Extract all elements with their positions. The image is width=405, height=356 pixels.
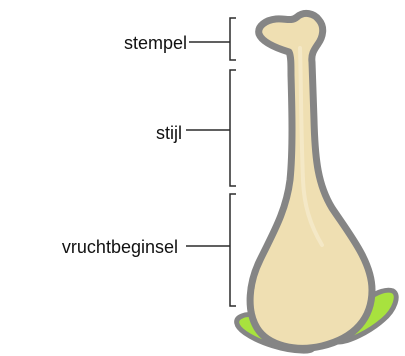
bracket-ovary xyxy=(230,194,236,306)
label-stigma: stempel xyxy=(124,33,187,53)
pistil-shape xyxy=(250,13,372,348)
bracket-style xyxy=(230,70,236,186)
label-style: stijl xyxy=(156,123,182,143)
label-ovary: vruchtbeginsel xyxy=(62,237,178,257)
bracket-stigma xyxy=(230,18,236,60)
